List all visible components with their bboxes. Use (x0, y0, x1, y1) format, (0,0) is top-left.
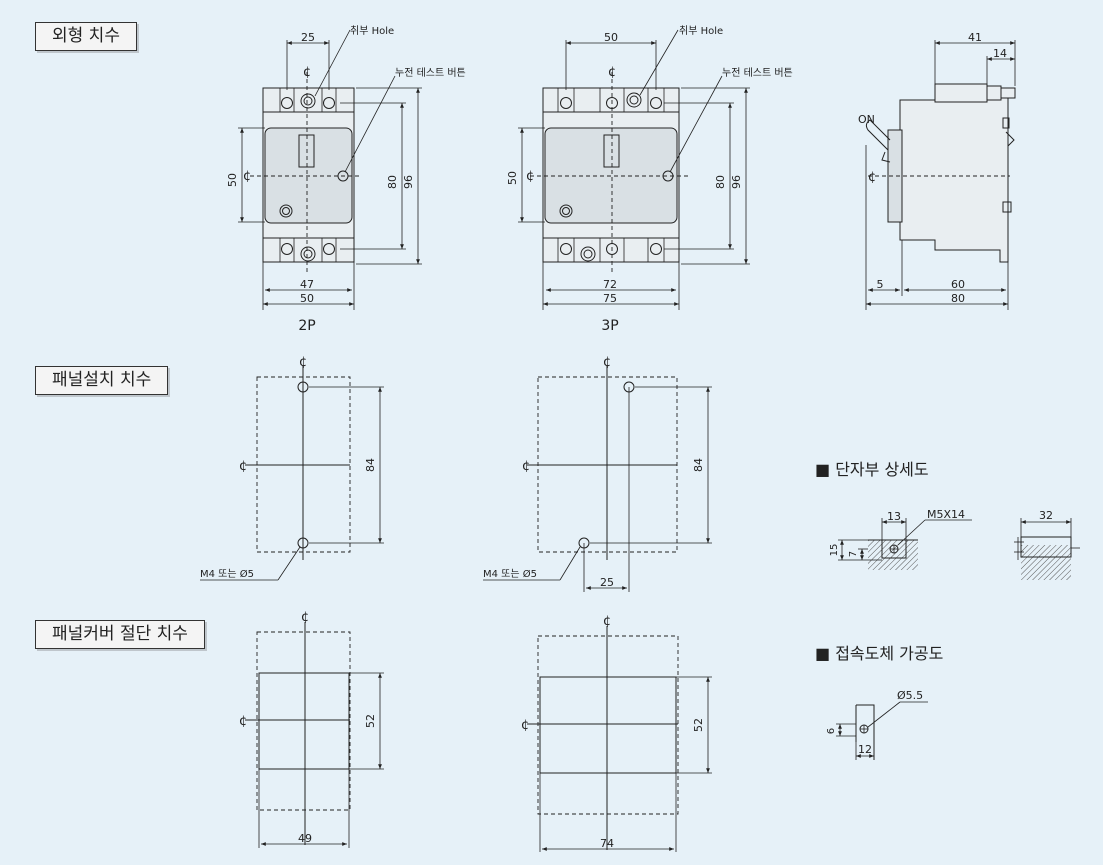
dim-side-bottom-total: 80 (951, 292, 965, 305)
dim-3p-w-total: 75 (603, 292, 617, 305)
terminal-detail-heading: ■ 단자부 상세도 (815, 460, 929, 479)
label-screw-3p: M4 또는 Ø5 (483, 568, 537, 580)
cl-mark: ¢ (243, 169, 251, 184)
dim-terminal-depth: 7 (848, 551, 859, 557)
breaker-side-view (865, 83, 1016, 263)
panel-cutout-2p (245, 622, 351, 845)
dim-conductor-height: 6 (826, 728, 837, 734)
dim-terminal-height: 15 (829, 544, 840, 557)
dim-2p-h-inner: 50 (226, 173, 239, 187)
dim-3p-h-inner: 50 (506, 171, 519, 185)
panel-mount-3p (527, 366, 678, 592)
model-label-2p: 2P (298, 318, 315, 334)
label-mount-hole-3p: 취부 Hole (679, 25, 723, 37)
dim-3p-h-total: 96 (730, 175, 743, 189)
cl-mark: ¢ (301, 610, 309, 625)
conductor-detail-heading: ■ 접속도체 가공도 (815, 644, 944, 663)
section-outline-title: 외형 치수 (35, 22, 137, 51)
dim-3p-w-inner: 72 (603, 278, 617, 291)
model-label-3p: 3P (601, 318, 618, 334)
dim-cutout-w-3p: 74 (600, 837, 614, 850)
dim-side-bottom-mid: 60 (951, 278, 965, 291)
cl-mark: ¢ (522, 459, 530, 474)
dim-2p-h-total: 96 (402, 175, 415, 189)
cl-mark: ¢ (603, 355, 611, 370)
breaker-3p-front (530, 72, 688, 275)
label-on: ON (858, 113, 875, 126)
dim-mount-offset-3p: 25 (600, 576, 614, 589)
dim-3p-h-mid: 80 (714, 175, 727, 189)
dim-terminal-length: 32 (1039, 509, 1053, 522)
dim-2p-top: 25 (301, 31, 315, 44)
label-leak-test-2p: 누전 테스트 버튼 (395, 67, 466, 79)
panel-cutout-3p (527, 626, 679, 850)
dim-2p-w-inner: 47 (300, 278, 314, 291)
terminal-detail-side (1014, 536, 1080, 580)
dim-side-top: 41 (968, 31, 982, 44)
section-panel-mount-title: 패널설치 치수 (35, 366, 169, 395)
cl-mark: ¢ (526, 169, 534, 184)
section-panel-cutout-title: 패널커버 절단 치수 (35, 620, 205, 649)
dim-conductor-width: 12 (858, 743, 872, 756)
cl-mark: ¢ (299, 355, 307, 370)
cl-mark: ¢ (603, 614, 611, 629)
dim-cutout-h-3p: 52 (692, 718, 705, 732)
dim-mount-h-3p: 84 (692, 458, 705, 472)
cl-mark: ¢ (608, 65, 616, 80)
dim-side-bottom-small: 5 (877, 278, 884, 291)
dim-2p-w-total: 50 (300, 292, 314, 305)
dim-mount-h-2p: 84 (364, 458, 377, 472)
label-screw-2p: M4 또는 Ø5 (200, 568, 254, 580)
dim-cutout-w-2p: 49 (298, 832, 312, 845)
label-terminal-screw: M5X14 (927, 508, 965, 521)
cl-mark: ¢ (239, 459, 247, 474)
dim-cutout-h-2p: 52 (364, 714, 377, 728)
dim-2p-h-mid: 80 (386, 175, 399, 189)
dim-terminal-width: 13 (887, 510, 901, 523)
breaker-2p-front (250, 72, 362, 275)
dim-3p-top: 50 (604, 31, 618, 44)
cl-mark: ¢ (868, 170, 876, 185)
label-mount-hole-2p: 취부 Hole (350, 25, 394, 37)
dim-side-top-small: 14 (993, 47, 1007, 60)
cl-mark: ¢ (521, 718, 529, 733)
cl-mark: ¢ (303, 65, 311, 80)
cl-mark: ¢ (239, 714, 247, 729)
panel-mount-2p (245, 366, 351, 560)
label-conductor-hole: Ø5.5 (897, 689, 923, 702)
label-leak-test-3p: 누전 테스트 버튼 (722, 67, 793, 79)
terminal-detail-front (868, 539, 918, 570)
